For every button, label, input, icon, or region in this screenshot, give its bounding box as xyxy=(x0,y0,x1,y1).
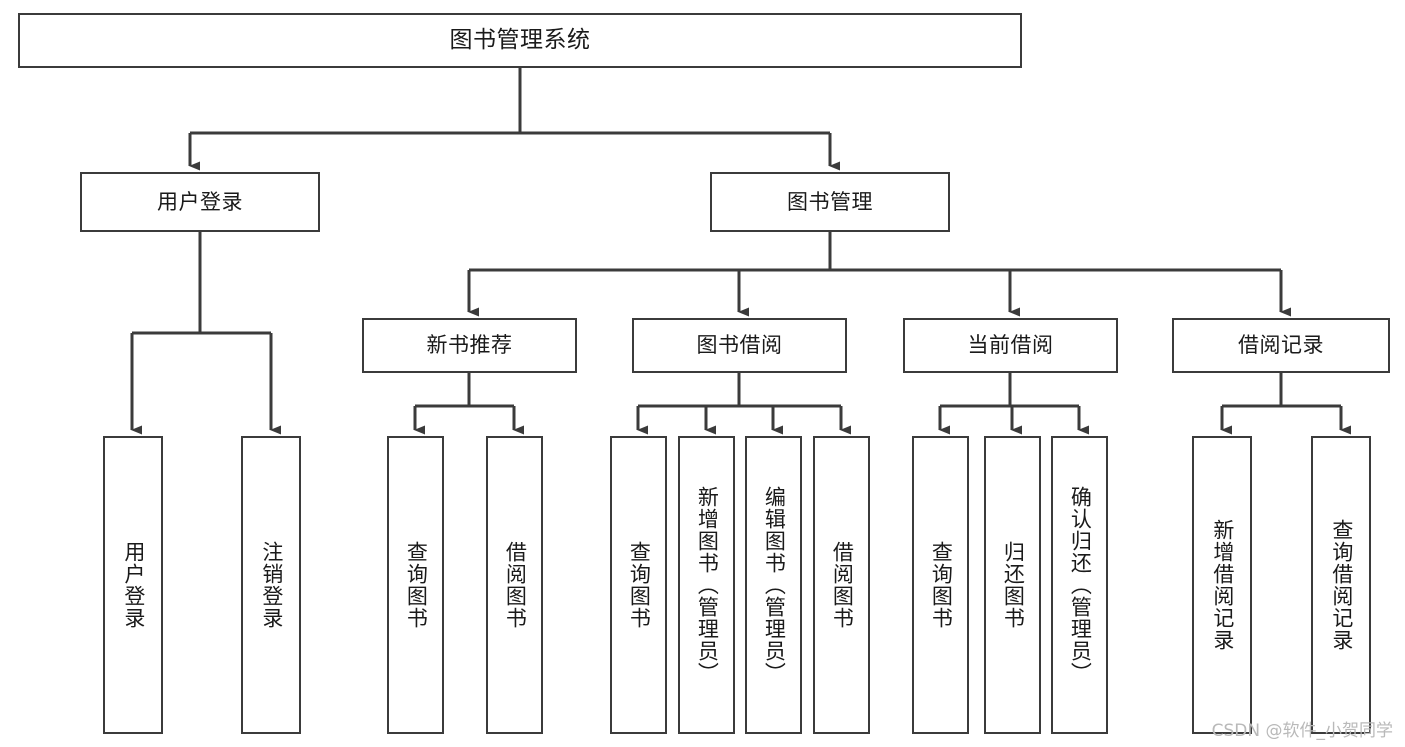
node-leaf-borrow-book-2[interactable]: 借阅图书 xyxy=(813,436,870,734)
node-current-borrow[interactable]: 当前借阅 xyxy=(903,318,1118,373)
node-borrow-record-label: 借阅记录 xyxy=(1238,333,1324,358)
node-leaf-add-book-admin-label: 新增图书（管理员） xyxy=(695,486,720,684)
node-leaf-confirm-return-admin[interactable]: 确认归还（管理员） xyxy=(1051,436,1108,734)
node-new-book-recommend[interactable]: 新书推荐 xyxy=(362,318,577,373)
node-new-book-recommend-label: 新书推荐 xyxy=(426,333,513,358)
node-leaf-query-book-1[interactable]: 查询图书 xyxy=(387,436,444,734)
node-leaf-query-book-2[interactable]: 查询图书 xyxy=(610,436,667,734)
node-book-borrow-label: 图书借阅 xyxy=(696,333,783,358)
node-borrow-record[interactable]: 借阅记录 xyxy=(1172,318,1390,373)
node-leaf-borrow-book-1-label: 借阅图书 xyxy=(503,541,528,629)
node-book-borrow[interactable]: 图书借阅 xyxy=(632,318,847,373)
node-book-manage[interactable]: 图书管理 xyxy=(710,172,950,232)
node-current-borrow-label: 当前借阅 xyxy=(967,333,1054,358)
node-leaf-query-borrow-record[interactable]: 查询借阅记录 xyxy=(1311,436,1371,734)
node-leaf-return-book-label: 归还图书 xyxy=(1001,541,1026,629)
node-leaf-borrow-book-2-label: 借阅图书 xyxy=(830,541,855,629)
node-book-manage-label: 图书管理 xyxy=(787,189,873,214)
node-leaf-edit-book-admin-label: 编辑图书（管理员） xyxy=(762,486,787,684)
node-root-system[interactable]: 图书管理系统 xyxy=(18,13,1022,68)
node-leaf-logout[interactable]: 注销登录 xyxy=(241,436,301,734)
node-leaf-borrow-book-1[interactable]: 借阅图书 xyxy=(486,436,543,734)
node-leaf-add-borrow-record-label: 新增借阅记录 xyxy=(1210,519,1235,651)
node-leaf-confirm-return-admin-label: 确认归还（管理员） xyxy=(1068,486,1093,684)
node-leaf-logout-label: 注销登录 xyxy=(259,541,284,629)
node-leaf-query-book-3-label: 查询图书 xyxy=(929,541,954,629)
node-leaf-user-login[interactable]: 用户登录 xyxy=(103,436,163,734)
node-root-system-label: 图书管理系统 xyxy=(449,26,591,53)
node-leaf-add-borrow-record[interactable]: 新增借阅记录 xyxy=(1192,436,1252,734)
node-leaf-query-book-1-label: 查询图书 xyxy=(404,541,429,629)
node-leaf-query-book-2-label: 查询图书 xyxy=(627,541,652,629)
node-user-login-label: 用户登录 xyxy=(157,189,243,214)
node-leaf-return-book[interactable]: 归还图书 xyxy=(984,436,1041,734)
node-leaf-add-book-admin[interactable]: 新增图书（管理员） xyxy=(678,436,735,734)
node-leaf-edit-book-admin[interactable]: 编辑图书（管理员） xyxy=(745,436,802,734)
node-leaf-query-borrow-record-label: 查询借阅记录 xyxy=(1329,519,1354,651)
node-leaf-query-book-3[interactable]: 查询图书 xyxy=(912,436,969,734)
node-user-login[interactable]: 用户登录 xyxy=(80,172,320,232)
node-leaf-user-login-label: 用户登录 xyxy=(121,541,146,629)
